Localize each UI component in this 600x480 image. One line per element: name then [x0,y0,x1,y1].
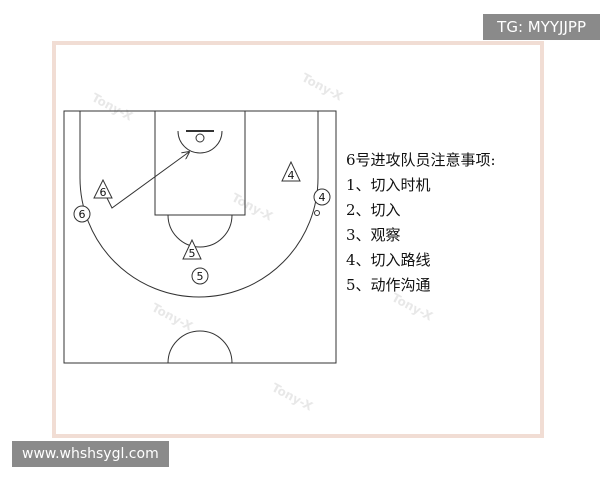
svg-text:5: 5 [197,270,204,283]
free-throw-circle [167,214,233,248]
small-marker [314,210,320,216]
svg-text:6: 6 [79,208,86,221]
player-5-circle: 5 [191,267,209,285]
notes-title: 6号进攻队员注意事项: [346,151,496,169]
player-6-triangle: 6 [93,178,113,199]
basket-rim [195,133,205,143]
website-watermark-banner: www.whshsygl.com [12,441,169,467]
paint-key [154,110,246,216]
svg-text:5: 5 [189,247,196,260]
instruction-notes: 6号进攻队员注意事项: 1、切入时机 2、切入 3、观察 4、切入路线 5、动作… [346,148,496,298]
cut-arrow [102,152,189,209]
player-4-triangle: 4 [281,160,301,182]
player-5-triangle: 5 [182,238,202,260]
three-point-line [79,111,319,298]
restricted-arc [177,130,223,154]
diagram-frame [52,41,544,438]
player-6-circle: 6 [73,205,91,223]
svg-text:4: 4 [288,169,295,182]
notes-item: 4、切入路线 [346,251,431,269]
svg-text:4: 4 [319,191,326,204]
notes-item: 5、动作沟通 [346,276,431,294]
svg-text:6: 6 [100,186,107,199]
notes-item: 1、切入时机 [346,176,431,194]
telegram-watermark-banner: TG: MYYJJPP [483,14,600,40]
player-4-circle: 4 [313,188,331,206]
court-boundary [63,110,337,364]
center-circle [167,330,233,364]
notes-item: 3、观察 [346,226,401,244]
notes-item: 2、切入 [346,201,401,219]
